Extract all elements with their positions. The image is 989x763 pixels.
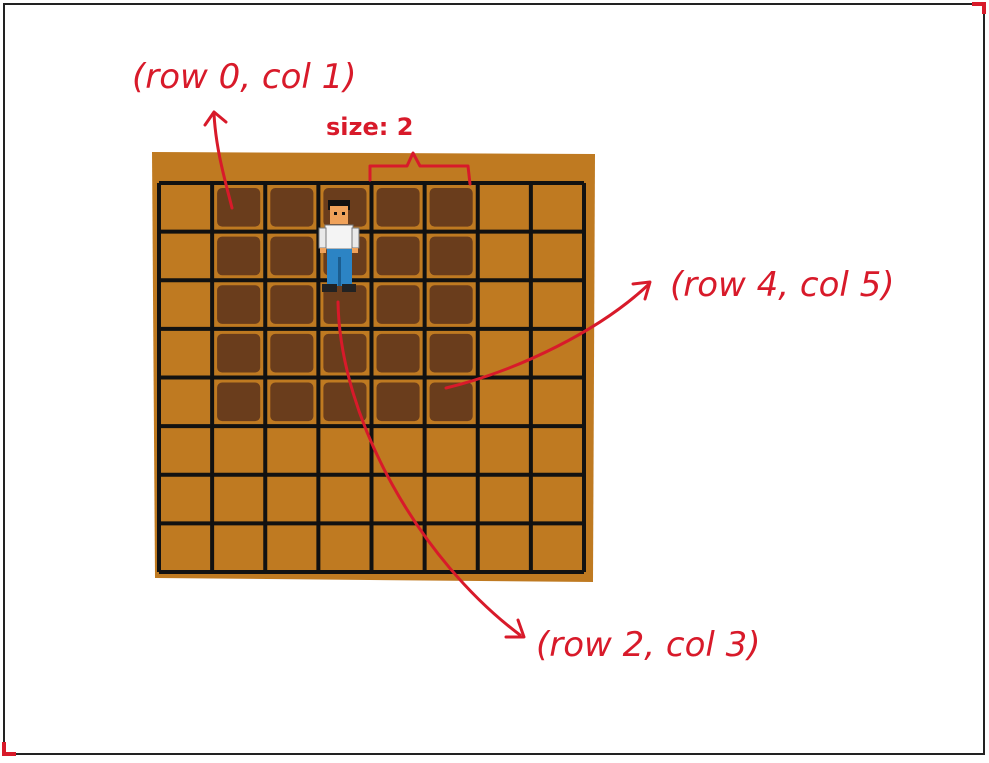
dirt-tile-r4-c3 (323, 382, 367, 422)
dirt-tile-r3-c2 (270, 333, 314, 373)
label-row0-col1: (row 0, col 1) (132, 57, 357, 97)
dirt-tile-r0-c5 (429, 188, 473, 227)
farmer-character-icon (318, 200, 360, 292)
label-row2-col3: (row 2, col 3) (536, 625, 761, 665)
dirt-tile-r1-c5 (429, 236, 473, 276)
frame-corner-mark-top-right (972, 2, 986, 14)
dirt-tile-r3-c1 (217, 333, 261, 373)
dirt-tile-r4-c4 (376, 382, 420, 422)
dirt-tile-r2-c4 (376, 285, 420, 324)
dirt-tile-r3-c4 (376, 333, 420, 373)
dirt-tile-r3-c3 (323, 333, 367, 373)
dirt-tile-r0-c4 (376, 188, 420, 227)
dirt-tile-r2-c2 (270, 285, 314, 324)
dirt-tile-r1-c2 (270, 236, 314, 276)
frame-corner-mark-bottom-left (2, 742, 16, 756)
dirt-tile-r0-c1 (217, 188, 261, 227)
dirt-tile-r2-c3 (323, 285, 367, 324)
dirt-tile-r0-c2 (270, 188, 314, 227)
label-row4-col5: (row 4, col 5) (670, 265, 895, 305)
dirt-tile-r3-c5 (429, 333, 473, 373)
arrow-to-row2-col3 (336, 300, 522, 637)
arrow-head-row0-col1 (203, 110, 228, 127)
dirt-tiles (217, 188, 473, 422)
dirt-tile-r4-c2 (270, 382, 314, 422)
page-frame (3, 3, 985, 755)
grid-lines (157, 181, 586, 574)
label-size: size: 2 (326, 113, 413, 141)
dirt-tile-r1-c1 (217, 236, 261, 276)
dirt-tile-r1-c4 (376, 236, 420, 276)
dirt-tile-r4-c5 (429, 382, 473, 422)
annotation-arrows (203, 110, 652, 639)
arrow-head-row2-col3 (504, 618, 526, 639)
arrow-to-row4-col5 (444, 283, 650, 390)
arrow-head-row4-col5 (631, 280, 652, 301)
arrow-to-row0-col1 (212, 112, 234, 210)
size-bracket (368, 151, 472, 186)
dirt-tile-r2-c5 (429, 285, 473, 324)
dirt-tile-r2-c1 (217, 285, 261, 324)
dirt-tile-r4-c1 (217, 382, 261, 422)
